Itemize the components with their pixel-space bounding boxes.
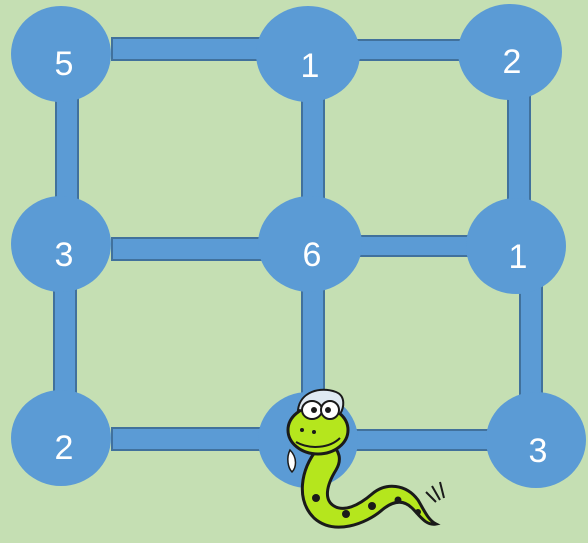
snake-spot	[342, 510, 350, 518]
node-r2c0: 2	[11, 390, 111, 486]
edge-r0c1-r0c2	[344, 40, 472, 60]
node-label: 6	[303, 236, 322, 274]
edge-r1c2-r2c2	[520, 284, 542, 410]
snake-nostril	[312, 430, 316, 434]
edge-r0c0-r0c1	[112, 38, 272, 60]
node-r1c2: 1	[466, 198, 566, 294]
snake-pupil	[311, 407, 317, 413]
snake-spot	[395, 497, 402, 504]
node-label: 1	[301, 47, 320, 85]
node-r1c1: 6	[258, 196, 362, 292]
node-label: 3	[55, 236, 74, 274]
edge-r1c0-r2c0	[54, 276, 76, 404]
snake-pupil	[325, 407, 331, 413]
snake-spot	[415, 509, 421, 515]
edge-r2c0-r2c1	[112, 428, 272, 450]
node-label: 1	[509, 238, 528, 276]
node-label: 2	[55, 429, 74, 467]
node-label: 2	[503, 43, 522, 81]
node-label: 5	[55, 45, 74, 83]
snake-spot	[368, 502, 376, 510]
node-label: 3	[529, 432, 548, 470]
edge-r0c2-r1c2	[508, 86, 530, 214]
node-r1c0: 3	[11, 196, 111, 292]
edge-r1c0-r1c1	[112, 238, 272, 260]
snake-spot	[312, 494, 320, 502]
node-r2c2: 3	[486, 392, 586, 488]
edge-r0c0-r1c0	[56, 86, 78, 214]
node-r0c2: 2	[458, 4, 562, 100]
edge-r1c1-r2c1	[302, 276, 324, 400]
node-r0c1: 1	[256, 6, 360, 102]
node-r0c0: 5	[11, 6, 111, 102]
snake-nostril	[300, 428, 304, 432]
edge-r2c1-r2c2	[352, 430, 504, 450]
